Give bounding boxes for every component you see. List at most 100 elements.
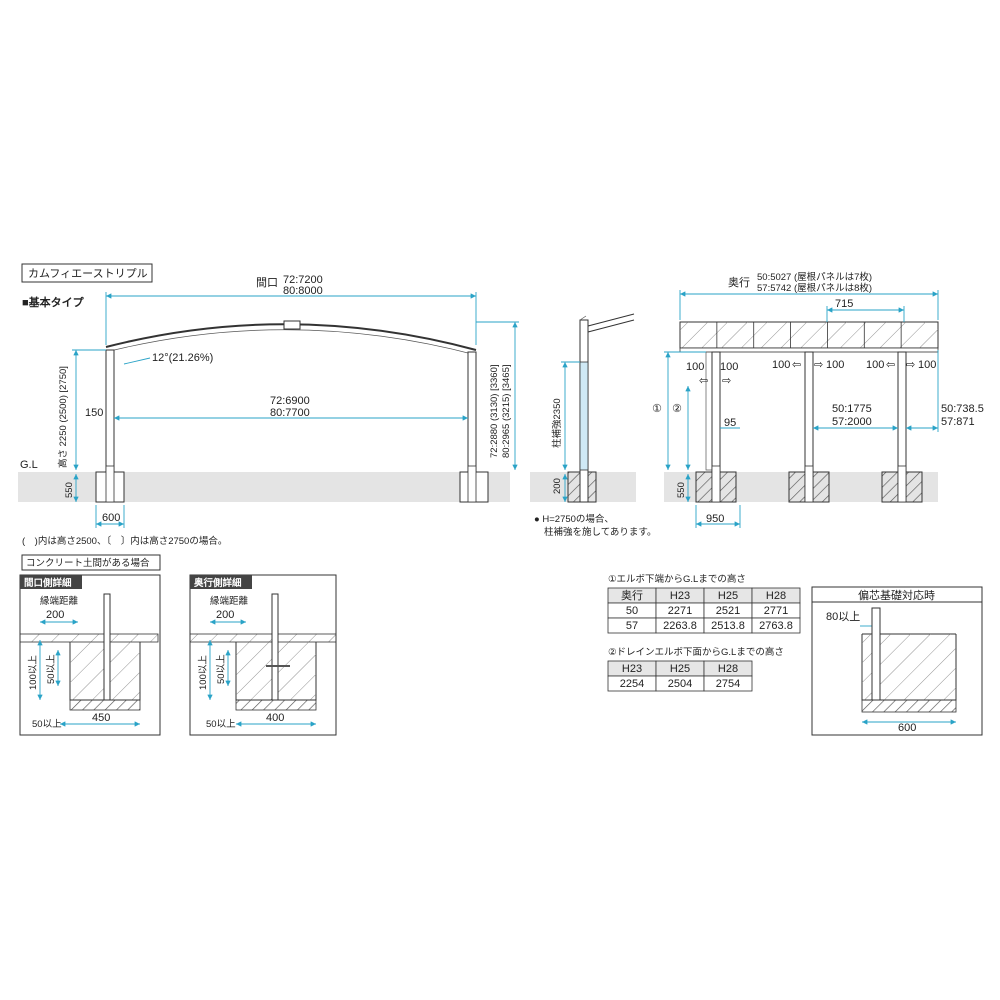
span-57: 57:2000 xyxy=(832,416,872,428)
table2-header: H25 xyxy=(670,663,690,675)
table1-value: 2263.8 xyxy=(663,620,697,632)
table1-value: 2771 xyxy=(764,605,788,617)
front-view: 間口 72:7200 80:8000 12°(21.26%) 72:6900 8… xyxy=(18,274,519,528)
post-right xyxy=(467,351,477,473)
svg-text:⇨: ⇨ xyxy=(722,375,731,387)
depth-label: 奥行 xyxy=(728,275,750,289)
detail2-edge: 縁端距離 xyxy=(210,595,249,607)
over-57: 57:871 xyxy=(941,416,975,428)
side-note-2: 柱補強を施してあります。 xyxy=(544,526,656,538)
height-label: 高さ 2250 (2500) [2750] xyxy=(57,366,69,468)
span-50: 50:1775 xyxy=(832,403,872,415)
width-80: 80:8000 xyxy=(283,285,323,297)
over-50: 50:738.5 xyxy=(941,403,984,415)
detail1-450: 450 xyxy=(92,712,110,724)
table1-value: 2271 xyxy=(668,605,692,617)
table1-header: H28 xyxy=(766,590,786,602)
reinforce-label: 柱補強2350 xyxy=(551,398,563,448)
table1-value: 2521 xyxy=(716,605,740,617)
table1-value: 50 xyxy=(626,605,638,617)
svg-text:⇦: ⇦ xyxy=(699,375,708,387)
table2-value: 2754 xyxy=(716,678,740,690)
detail2-400: 400 xyxy=(266,712,284,724)
detail2-200: 200 xyxy=(216,609,234,621)
svg-text:⇨: ⇨ xyxy=(814,359,823,371)
arrow-100-2: 100 xyxy=(720,361,738,373)
depth-550: 550 xyxy=(676,482,687,498)
post-reinforcement xyxy=(579,361,589,471)
found-950: 950 xyxy=(706,513,724,525)
depth-715: 715 xyxy=(835,298,853,310)
eccentric-600: 600 xyxy=(898,722,916,734)
side-view: 柱補強2350 200 ● H=2750の場合、 柱補強を施してあります。 xyxy=(530,313,656,538)
detail1-edge: 縁端距離 xyxy=(40,595,79,607)
arrow-100-6: 100 xyxy=(918,359,936,371)
eccentric-foundation: 偏芯基礎対応時 80以上 600 xyxy=(811,586,983,736)
arrow-100-3: 100 xyxy=(772,359,790,371)
arrow-100-1: 100 xyxy=(686,361,704,373)
detail1-50v: 50以上 xyxy=(46,654,57,684)
depth-550-front: 550 xyxy=(64,482,75,498)
found-600-front: 600 xyxy=(102,512,120,524)
table1-caption: ①エルボ下端からG.Lまでの高さ xyxy=(608,573,746,585)
width-label: 間口 xyxy=(256,276,278,289)
detail1-200: 200 xyxy=(46,609,64,621)
depth-view: 奥行 50:5027 (屋根パネルは7枚) 57:5742 (屋根パネルは8枚)… xyxy=(652,271,984,528)
gl-label: G.L xyxy=(20,459,38,471)
right-height-80: 80:2965 (3215) [3465] xyxy=(501,365,512,459)
title-box: カムフィエーストリプル xyxy=(21,263,153,283)
table1-value: 57 xyxy=(626,620,638,632)
circle-1: ① xyxy=(652,403,662,415)
post-left xyxy=(105,349,115,473)
detail2-title: 奥行側詳細 xyxy=(193,577,242,589)
detail-depth: 奥行側詳細 縁端距離 200 100以上 50以上 50以上 400 xyxy=(189,574,337,736)
depth-57: 57:5742 (屋根パネルは8枚) xyxy=(757,282,872,294)
table1-value: 2763.8 xyxy=(759,620,793,632)
side-200: 200 xyxy=(552,478,563,494)
detail1-title: 間口側詳細 xyxy=(24,577,72,589)
inner-72: 72:6900 xyxy=(270,395,310,407)
table1-header: 奥行 xyxy=(621,588,643,602)
paren-note: ( )内は高さ2500、〔 〕内は高さ2750の場合。 xyxy=(22,535,227,547)
type-label: ■基本タイプ xyxy=(22,295,85,309)
inner-80: 80:7700 xyxy=(270,407,310,419)
table1-header: H25 xyxy=(718,590,738,602)
depth-95: 95 xyxy=(724,417,736,429)
arrow-100-5: 100 xyxy=(866,359,884,371)
ground-front xyxy=(18,472,510,502)
circle-2: ② xyxy=(672,403,682,415)
detail-frontage: 間口側詳細 縁端距離 200 100以上 50以上 50以上 450 xyxy=(19,574,161,736)
concrete-label: コンクリート土間がある場合 xyxy=(26,557,150,569)
table1-header: H23 xyxy=(670,590,690,602)
table2-header: H23 xyxy=(622,663,642,675)
table2-cell xyxy=(703,675,753,692)
detail2-100: 100以上 xyxy=(198,655,209,690)
table2-header: H28 xyxy=(718,663,738,675)
svg-text:⇨: ⇨ xyxy=(906,359,915,371)
svg-text:⇦: ⇦ xyxy=(886,359,895,371)
detail1-50h: 50以上 xyxy=(32,719,62,730)
table1-value: 2513.8 xyxy=(711,620,745,632)
offset-150: 150 xyxy=(85,407,103,419)
svg-text:⇦: ⇦ xyxy=(792,359,801,371)
detail1-100: 100以上 xyxy=(28,655,39,690)
table1-cell xyxy=(751,617,801,634)
depth-50: 50:5027 (屋根パネルは7枚) xyxy=(757,271,872,283)
right-height-72: 72:2880 (3130) [3360] xyxy=(489,365,500,459)
table2-caption: ②ドレインエルボ下面からG.Lまでの高さ xyxy=(608,646,784,658)
table-elbow: ①エルボ下端からG.Lまでの高さ 奥行 H23 H25 H28 50 2271 2521 27… xyxy=(607,573,801,634)
detail2-50h: 50以上 xyxy=(206,719,236,730)
eccentric-80: 80以上 xyxy=(826,610,860,623)
table-drain: ②ドレインエルボ下面からG.Lまでの高さ H23 H25 H28 2254 2504 27… xyxy=(607,646,784,692)
detail2-50v: 50以上 xyxy=(216,654,227,684)
table2-value: 2504 xyxy=(668,678,692,690)
eccentric-title: 偏芯基礎対応時 xyxy=(858,588,935,602)
roof-center-joint xyxy=(283,320,301,330)
table2-value: 2254 xyxy=(620,678,644,690)
width-72: 72:7200 xyxy=(283,274,323,286)
arrow-100-4: 100 xyxy=(826,359,844,371)
side-note-1: ● H=2750の場合、 xyxy=(534,513,614,525)
roof-angle: 12°(21.26%) xyxy=(152,352,213,364)
product-title: カムフィエーストリプル xyxy=(28,267,148,280)
